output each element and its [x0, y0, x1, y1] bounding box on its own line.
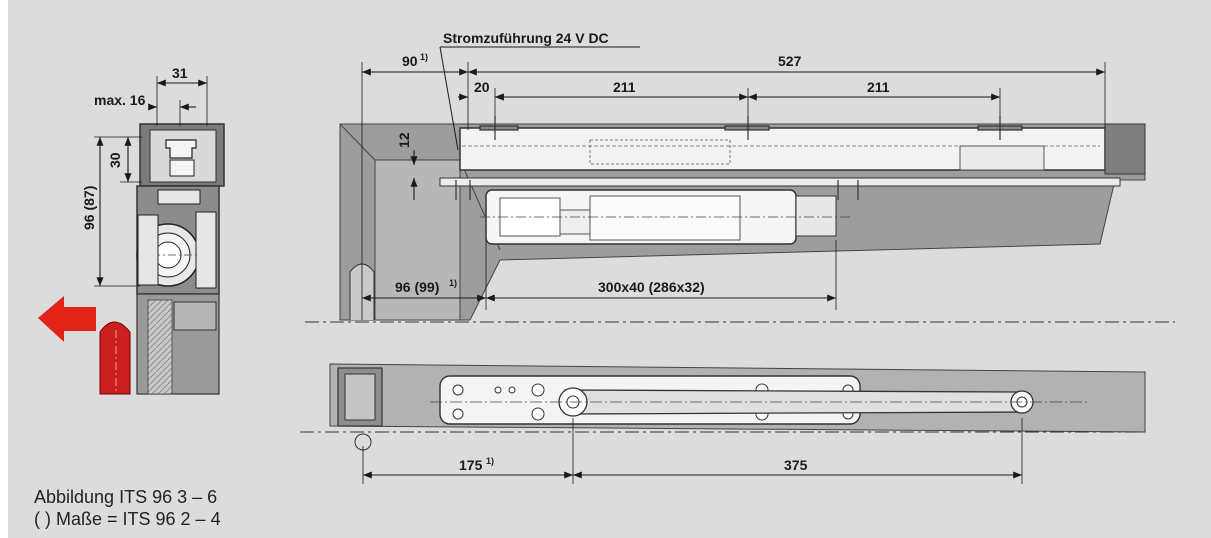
dim-175: 175 [459, 457, 483, 473]
dim-96-87: 96 (87) [81, 186, 97, 230]
power-supply-label: Stromzuführung 24 V DC [443, 30, 609, 46]
dim-12: 12 [396, 132, 412, 148]
arm-view [300, 363, 1146, 484]
rail-profile [165, 139, 197, 159]
dim-96-99: 96 (99) [395, 279, 439, 295]
section-view [38, 76, 225, 395]
dim-20: 20 [474, 79, 490, 95]
dim-31: 31 [172, 65, 188, 81]
dim-211-left: 211 [613, 79, 636, 95]
footnote-mark-90: 1) [420, 52, 428, 62]
side-view [305, 46, 1175, 323]
slider-block [169, 159, 195, 177]
caption-model: Abbildung ITS 96 3 – 6 [34, 487, 218, 507]
dim-30: 30 [107, 152, 123, 168]
dim-375: 375 [784, 457, 808, 473]
footnote-mark-175: 1) [486, 456, 494, 466]
dim-90: 90 [402, 53, 418, 69]
footnote-mark-96: 1) [449, 278, 457, 288]
direction-arrow [38, 296, 96, 342]
dim-300x40: 300x40 (286x32) [598, 279, 705, 295]
closer-top-part [157, 189, 201, 205]
dim-527: 527 [778, 53, 802, 69]
dim-211-right: 211 [867, 79, 890, 95]
caption-dimensions-note: ( ) Maße = ITS 96 2 – 4 [34, 509, 221, 529]
dim-max-16: max. 16 [94, 92, 146, 108]
door-leaf-red [99, 321, 131, 395]
